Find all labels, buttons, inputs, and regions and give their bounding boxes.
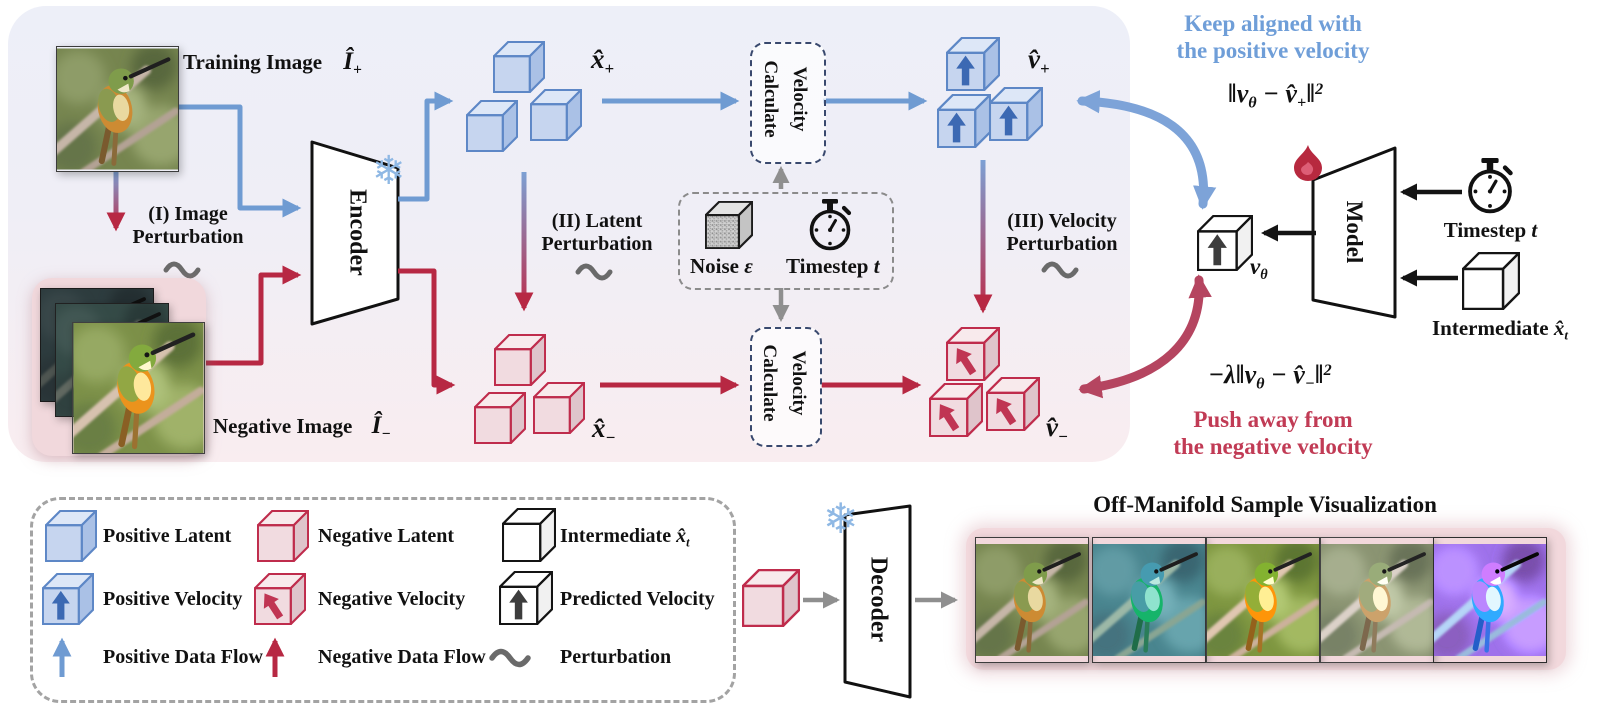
snowflake-icon-encoder: ❄ <box>372 148 406 194</box>
legend-negative-velocity-label: Negative Velocity <box>318 588 466 610</box>
intermediate-cube <box>1463 253 1519 309</box>
legend-predicted-velocity-label: Predicted Velocity <box>560 588 715 610</box>
viz-sample-3 <box>1206 537 1320 663</box>
snowflake-icon-decoder: ❄ <box>823 494 859 543</box>
latent-pos-symbol: x̂+ <box>591 44 615 78</box>
loss-positive-formula: ‖vθ − v̂+‖2 <box>1227 79 1324 112</box>
latent-neg-symbol: x̂− <box>592 413 616 447</box>
legend-positive-flow-label: Positive Data Flow <box>103 646 263 668</box>
timestep-clock-icon-right <box>1470 158 1510 211</box>
training-image-text: Training Image <box>183 50 323 74</box>
legend-intermediate-label: Intermediate x̂t <box>560 525 690 550</box>
training-image <box>56 46 179 172</box>
legend-positive-latent-label: Positive Latent <box>103 525 232 547</box>
encoder-label: Encoder <box>344 189 371 276</box>
decoder-label: Decoder <box>865 556 892 643</box>
intermediate-right-label: Intermediate x̂t <box>1431 316 1568 343</box>
calc-velocity-bottom-line1: Calculate <box>759 344 780 422</box>
calc-velocity-bottom-line2: Velocity <box>788 350 809 416</box>
flame-icon <box>1294 145 1322 181</box>
calc-velocity-top-line1: Calculate <box>760 60 781 138</box>
negative-image-front <box>72 322 205 454</box>
timestep-right-label: Timestep t <box>1443 218 1538 242</box>
legend-box <box>30 497 736 703</box>
legend-positive-velocity-label: Positive Velocity <box>103 588 243 610</box>
calc-velocity-top-line2: Velocity <box>789 66 810 132</box>
calculate-velocity-box-top <box>750 42 826 164</box>
timestep-label: Timestep t <box>786 254 880 278</box>
negative-image-text: Negative Image <box>213 414 353 438</box>
model-label: Model <box>1342 200 1367 264</box>
noise-timestep-box <box>678 192 894 290</box>
legend-negative-flow-label: Negative Data Flow <box>318 646 486 668</box>
loss-negative-formula: −λ‖vθ − v̂−‖2 <box>1208 360 1332 393</box>
viz-title: Off-Manifold Sample Visualization <box>1093 492 1437 517</box>
calculate-velocity-box-bottom <box>750 327 822 447</box>
viz-sample-5 <box>1433 537 1547 663</box>
noise-label: Noise ε <box>690 254 753 278</box>
velocity-pos-symbol: v̂+ <box>1028 44 1050 78</box>
v-theta-symbol: vθ <box>1250 254 1268 283</box>
viz-sample-4 <box>1320 537 1434 663</box>
negative-image-symbol: Î− <box>371 412 391 443</box>
training-image-symbol: Î+ <box>343 48 362 79</box>
negative-image-label: Negative Image Î− <box>213 412 391 443</box>
velocity-neg-symbol: v̂− <box>1046 412 1069 446</box>
viz-sample-2 <box>1092 537 1206 663</box>
training-image-label: Training Image Î+ <box>183 48 362 79</box>
legend-perturbation-label: Perturbation <box>560 646 672 668</box>
predicted-velocity-cube <box>1197 215 1253 271</box>
viz-sample-1 <box>975 537 1089 663</box>
decoder-input-cube <box>743 570 799 626</box>
legend-negative-latent-label: Negative Latent <box>318 525 455 547</box>
